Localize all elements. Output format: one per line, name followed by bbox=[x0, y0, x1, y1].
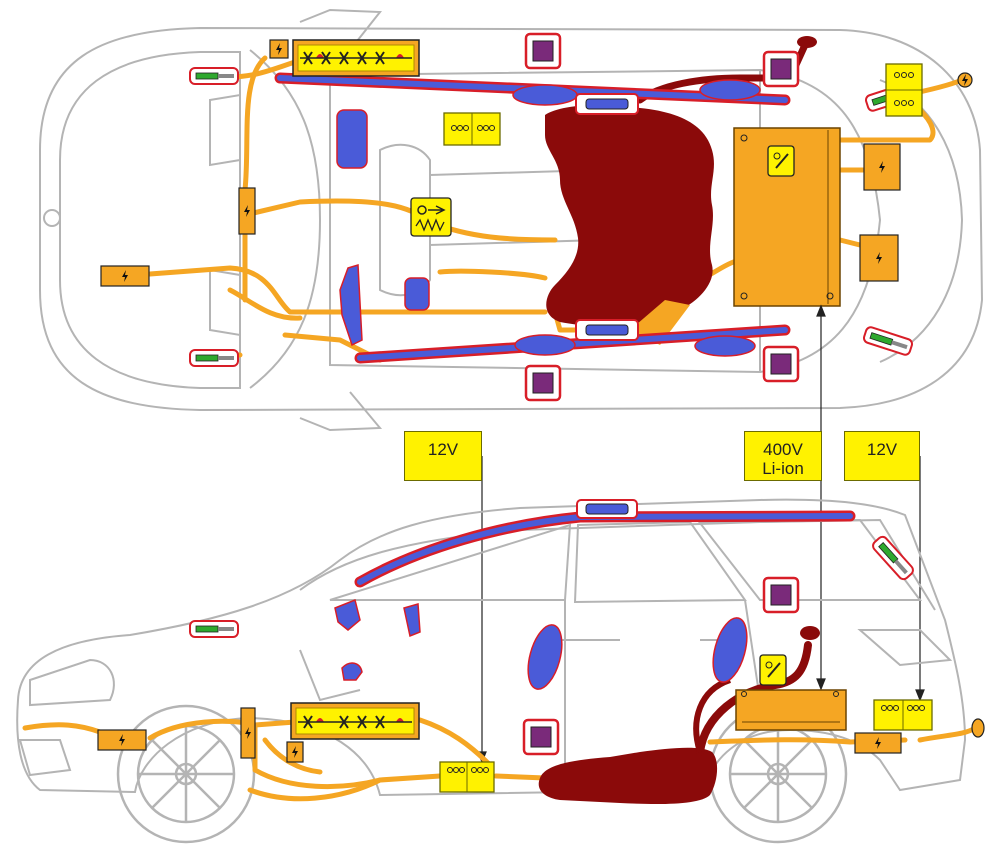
gas-strut-icon bbox=[189, 535, 914, 638]
hv-battery-chemistry-text: Li-ion bbox=[762, 459, 804, 478]
belt-tensioner-icon bbox=[522, 576, 800, 756]
fuel-cap-top bbox=[797, 36, 817, 48]
front-wheel bbox=[116, 704, 256, 844]
battery-12v-front-label: 12V bbox=[404, 431, 482, 481]
airbag-inflator-icon bbox=[292, 39, 420, 77]
curtain-airbags-side bbox=[334, 499, 856, 690]
fuel-cap-side bbox=[800, 626, 820, 640]
belt-tensioner-icon bbox=[524, 32, 800, 402]
fuel-filler-tube-side bbox=[696, 641, 812, 756]
battery-12v-rear-label: 12V bbox=[844, 431, 920, 481]
lightning-icon bbox=[97, 707, 985, 763]
fuel-tank-top bbox=[545, 104, 714, 326]
fuel-tank-side bbox=[538, 747, 718, 805]
airbag-inflator-icon bbox=[290, 702, 420, 740]
side-view-body bbox=[16, 498, 967, 797]
battery-12v-rear-text: 12V bbox=[866, 440, 898, 459]
hv-battery-icon bbox=[735, 654, 847, 731]
curtain-airbags-top bbox=[274, 72, 791, 364]
restraint-control-icon bbox=[410, 197, 452, 237]
fuel-filler-neck-side bbox=[693, 677, 732, 753]
lightning-icon bbox=[100, 39, 973, 287]
battery-12v-icon bbox=[443, 63, 923, 146]
hv-battery-icon bbox=[733, 127, 841, 307]
battery-12v-icon bbox=[439, 699, 933, 793]
hv-battery-label: 400V Li-ion bbox=[744, 431, 822, 481]
battery-12v-front-text: 12V bbox=[427, 440, 459, 459]
hv-battery-voltage-text: 400V bbox=[763, 440, 803, 459]
